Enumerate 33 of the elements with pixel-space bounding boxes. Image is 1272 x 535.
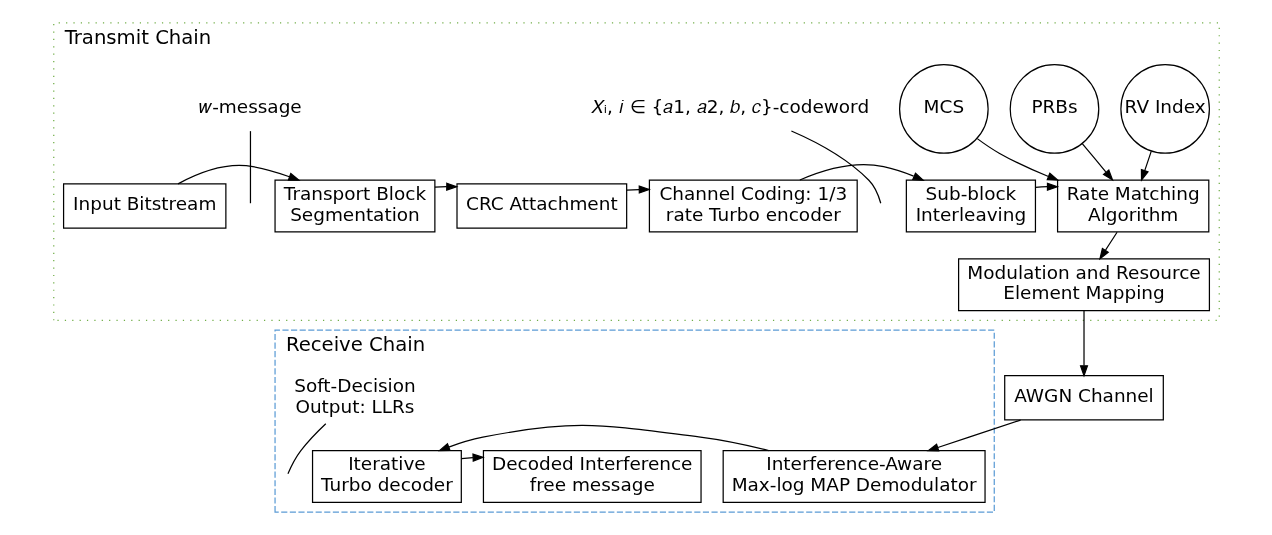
arrow bbox=[1079, 310, 1088, 378]
node-box: AWGN Channel bbox=[1003, 375, 1164, 421]
node-box: Iterative Turbo decoder bbox=[311, 450, 462, 503]
node-box: Rate Matching Algorithm bbox=[1056, 179, 1209, 233]
arrow bbox=[926, 419, 1021, 452]
node-box: Input Bitstream bbox=[62, 183, 226, 229]
arrow bbox=[798, 164, 925, 181]
node-box: Decoded Interference free message bbox=[482, 450, 702, 503]
node-circle: MCS bbox=[898, 64, 989, 154]
arrow bbox=[976, 138, 1059, 181]
arrow bbox=[1098, 231, 1118, 261]
arrow bbox=[1034, 182, 1059, 192]
node-text: Soft-Decision Output: LLRs bbox=[293, 374, 416, 417]
connector bbox=[790, 130, 881, 204]
node-text: 𝑋ᵢ, 𝑖 ∈ {𝑎1, 𝑎2, 𝑏, 𝑐}-codeword bbox=[590, 96, 869, 118]
node-box: Modulation and Resource Element Mapping bbox=[957, 258, 1210, 312]
node-circle: PRBs bbox=[1009, 64, 1099, 154]
node-box: Channel Coding: 1/3 rate Turbo encoder bbox=[648, 179, 858, 233]
node-circle: RV Index bbox=[1119, 64, 1210, 154]
node-box: Transport Block Segmentation bbox=[273, 179, 435, 233]
arrow bbox=[437, 424, 769, 452]
arrow bbox=[460, 453, 485, 462]
node-text: 𝑤-message bbox=[198, 96, 302, 118]
arrow bbox=[176, 164, 301, 185]
arrow bbox=[433, 182, 458, 191]
arrow bbox=[1140, 150, 1152, 182]
connector bbox=[286, 423, 326, 475]
connector bbox=[249, 130, 251, 204]
node-box: Interference-Aware Max-log MAP Demodulator bbox=[722, 450, 986, 503]
node-box: CRC Attachment bbox=[455, 183, 627, 229]
node-box: Sub-block Interleaving bbox=[905, 179, 1036, 233]
arrow bbox=[625, 185, 651, 194]
arrow bbox=[1081, 143, 1114, 182]
